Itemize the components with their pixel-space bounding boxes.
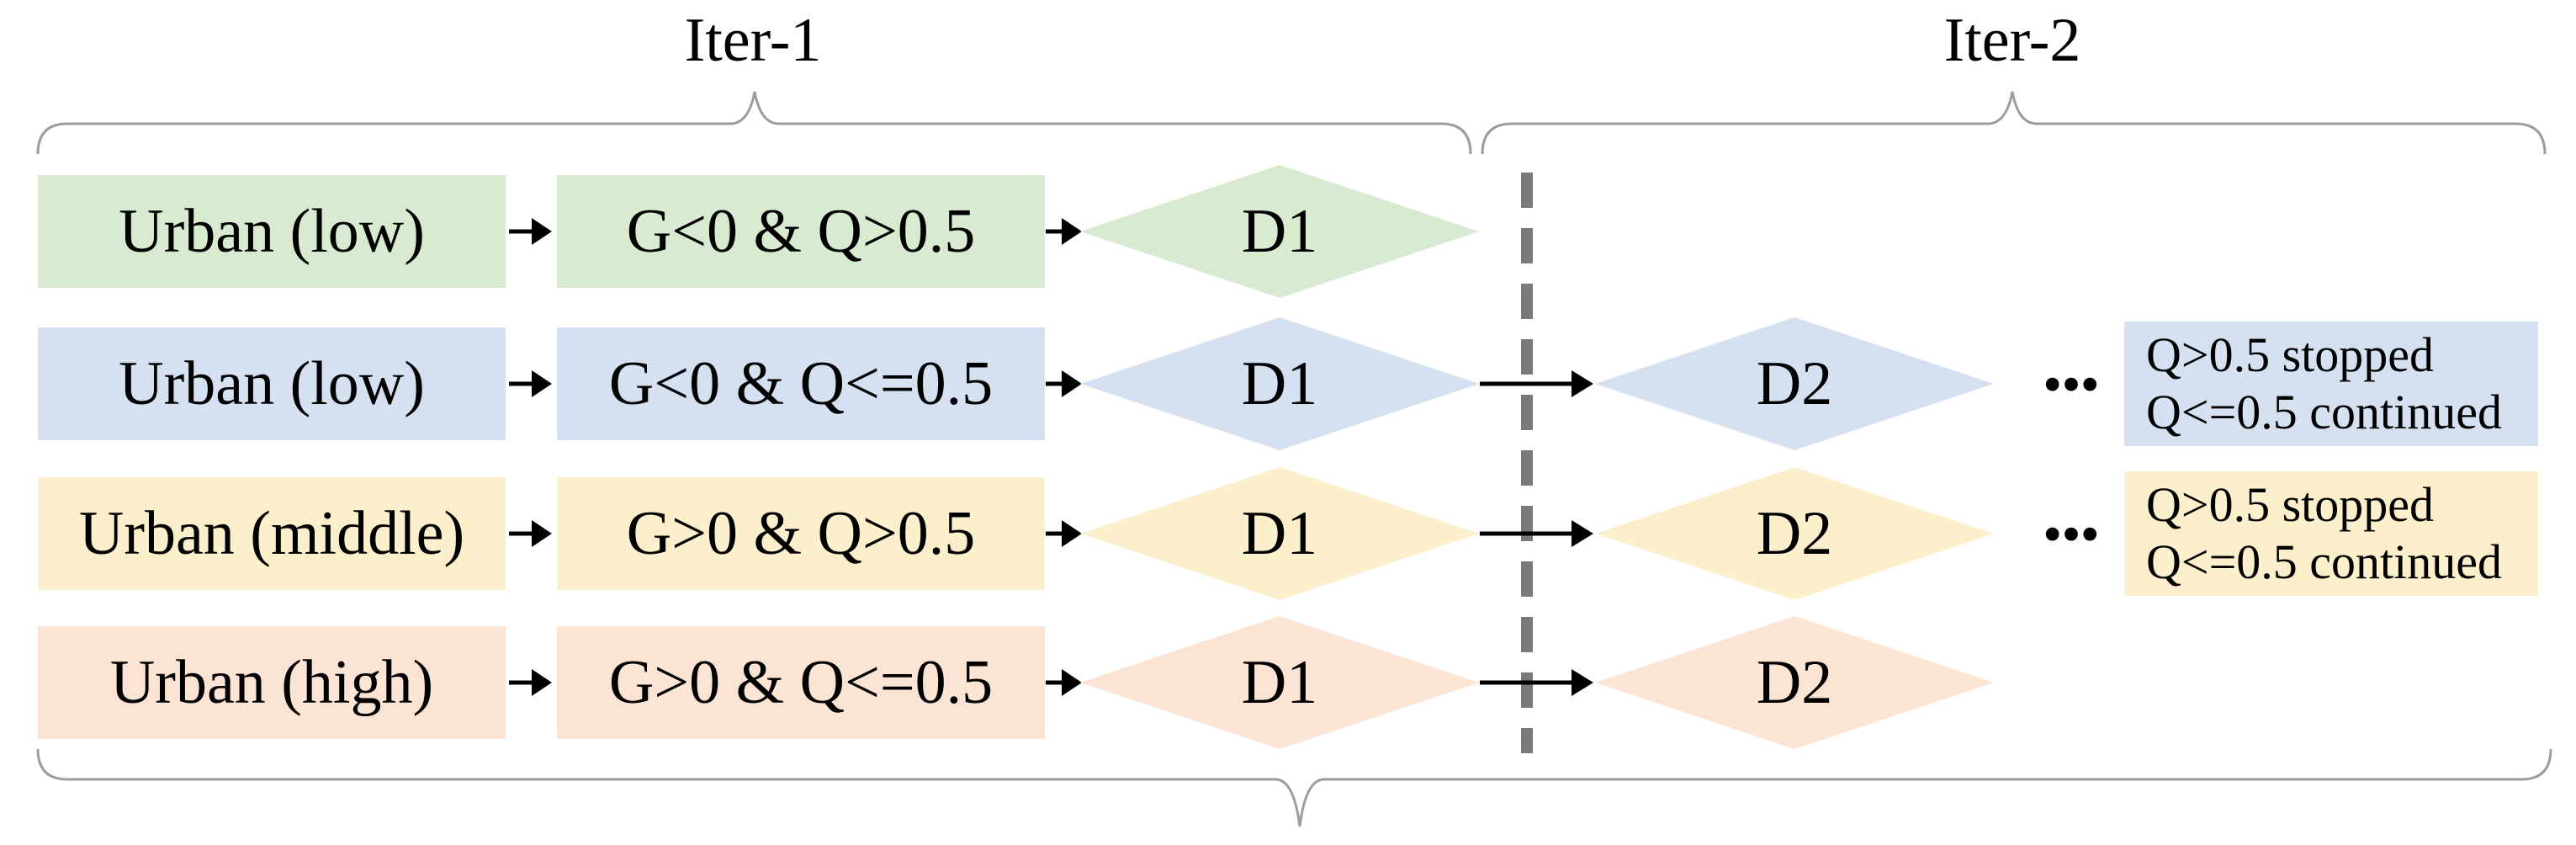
condition-box: G<0 & Q>0.5 — [557, 175, 1045, 288]
arrow-right-icon — [1480, 669, 1593, 696]
condition-box: G>0 & Q>0.5 — [557, 477, 1045, 590]
arrow-right-icon — [1046, 218, 1082, 245]
iter1-label: Iter-1 — [684, 6, 822, 75]
category-box: Urban (middle) — [38, 477, 506, 590]
iter1-brace — [36, 91, 1472, 155]
d1-diamond: D1 — [1080, 467, 1479, 600]
iter2-label: Iter-2 — [1943, 6, 2081, 75]
arrow-right-icon — [1480, 370, 1593, 397]
continuation-dots: ••• — [2043, 506, 2101, 561]
condition-box: G>0 & Q<=0.5 — [557, 626, 1045, 739]
flow-row-blue: Urban (low) G<0 & Q<=0.5 D1 D2 ••• Q>0.5… — [0, 308, 2576, 460]
bottom-brace — [36, 748, 2552, 827]
note-box: Q>0.5 stopped Q<=0.5 continued — [2124, 322, 2538, 446]
category-box: Urban (low) — [38, 175, 506, 288]
iter2-brace — [1481, 91, 2547, 155]
iteration-divider-dashed-line — [1521, 173, 1533, 753]
category-box: Urban (low) — [38, 327, 506, 440]
arrow-right-icon — [1480, 520, 1593, 547]
arrow-right-icon — [1046, 669, 1082, 696]
arrow-right-icon — [1046, 520, 1082, 547]
arrow-right-icon — [509, 370, 552, 397]
d1-diamond: D1 — [1080, 317, 1479, 450]
flow-row-pink: Urban (high) G>0 & Q<=0.5 D1 D2 — [0, 607, 2576, 758]
note-line: Q<=0.5 continued — [2146, 534, 2503, 589]
d2-diamond: D2 — [1595, 467, 1994, 600]
continuation-dots: ••• — [2043, 356, 2101, 412]
arrow-right-icon — [509, 520, 552, 547]
d1-diamond: D1 — [1080, 616, 1479, 749]
flow-row-yellow: Urban (middle) G>0 & Q>0.5 D1 D2 ••• Q>0… — [0, 458, 2576, 609]
d2-diamond: D2 — [1595, 317, 1994, 450]
flow-row-green: Urban (low) G<0 & Q>0.5 D1 — [0, 156, 2576, 307]
d1-diamond: D1 — [1080, 165, 1479, 298]
note-line: Q>0.5 stopped — [2146, 327, 2435, 383]
arrow-right-icon — [1046, 370, 1082, 397]
arrow-right-icon — [509, 669, 552, 696]
d2-diamond: D2 — [1595, 616, 1994, 749]
note-line: Q<=0.5 continued — [2146, 385, 2503, 439]
note-box: Q>0.5 stopped Q<=0.5 continued — [2124, 471, 2538, 596]
category-box: Urban (high) — [38, 626, 506, 739]
note-line: Q>0.5 stopped — [2146, 477, 2435, 533]
arrow-right-icon — [509, 218, 552, 245]
condition-box: G<0 & Q<=0.5 — [557, 327, 1045, 440]
